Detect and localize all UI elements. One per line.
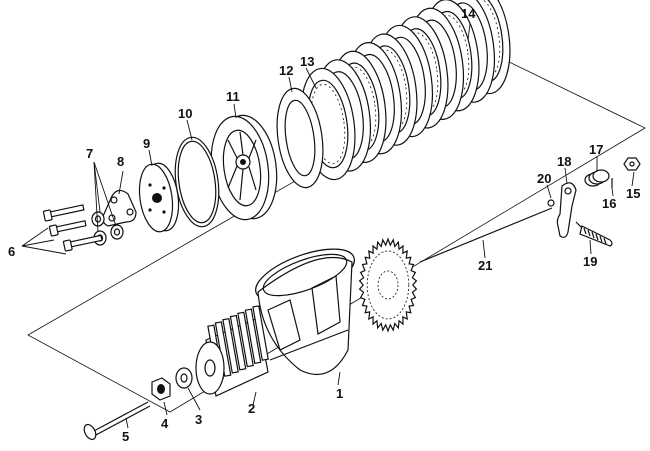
callout-4: 4 [161,416,169,431]
callout-16: 16 [602,196,616,211]
callout-1: 1 [336,386,343,401]
callout-7: 7 [86,146,93,161]
callout-11: 11 [226,89,240,104]
callout-21: 21 [478,258,492,273]
push-rod [419,207,553,263]
callout-12: 12 [279,63,293,78]
callout-19: 19 [583,254,597,269]
chain-sprocket [358,237,418,333]
clutch-basket [255,248,355,376]
pin [547,199,555,207]
clutch-plates-stack [300,0,511,181]
callout-15: 15 [626,186,640,201]
hex-nut [151,377,171,401]
callout-3: 3 [195,412,202,427]
callout-17: 17 [589,142,603,157]
spring-plate [138,162,180,233]
gear-hub [195,305,269,397]
lock-washer [175,367,193,389]
callout-2: 2 [248,401,255,416]
callout-18: 18 [557,154,571,169]
washers [91,211,124,246]
callout-10: 10 [178,106,192,121]
leader-lines [21,23,635,429]
callout-8: 8 [117,154,124,169]
adjuster-coil [584,169,610,187]
retainer-plate [102,189,137,227]
clutch-hub-wheel [210,114,278,221]
callout-labels: 1 2 3 4 5 6 7 8 9 10 11 12 13 14 15 16 1… [8,6,640,444]
pressure-plate-ring [276,87,324,189]
callout-6: 6 [8,244,15,259]
release-lever [556,182,577,238]
return-spring [575,221,613,247]
callout-9: 9 [143,136,150,151]
callout-5: 5 [122,429,129,444]
bolts [42,204,103,252]
callout-13: 13 [300,54,314,69]
long-bolt [83,401,151,441]
callout-20: 20 [537,171,551,186]
callout-14: 14 [461,6,476,21]
nut [623,157,641,171]
